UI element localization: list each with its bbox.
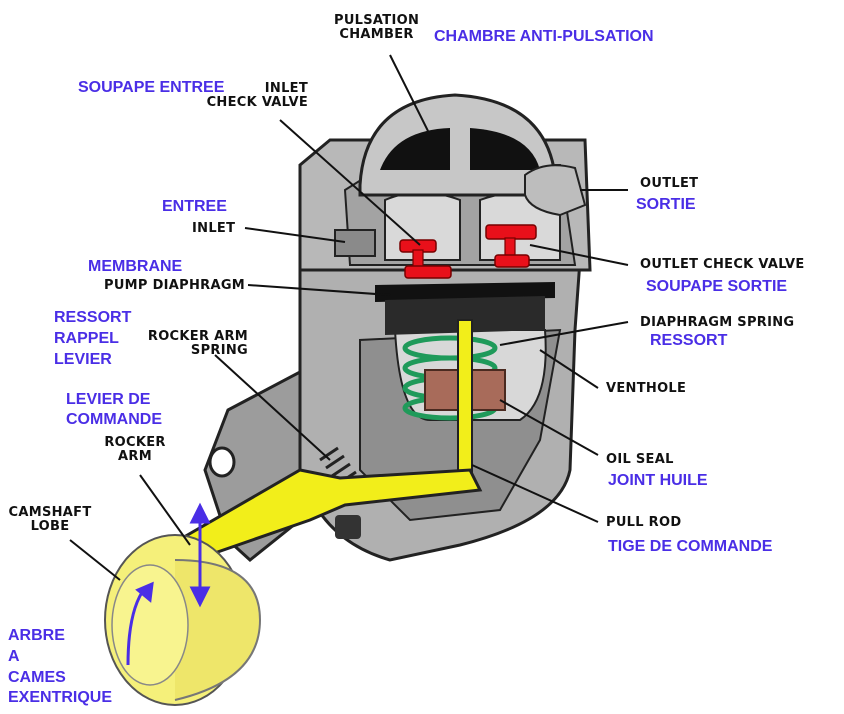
label-inlet: INLET [192,221,236,236]
outlet-valve-disc [494,254,530,268]
outlet-fitting [524,164,587,217]
label-sortie: SORTIE [636,196,696,213]
label-tige-de-commande: TIGE DE COMMANDE [608,538,773,555]
motion-arrows [126,502,211,666]
label-levier-de-commande: LEVIER DE COMMANDE [66,391,162,428]
inlet-fitting [334,229,376,257]
label-rocker-arm-spring: ROCKER ARM SPRING [147,329,248,359]
rocker-pivot-pin [335,515,361,539]
label-venthole: VENTHOLE [606,381,687,396]
label-outlet-check-valve: OUTLET CHECK VALVE [640,257,805,272]
label-ressort: RESSORT [650,332,728,349]
flange-bolt-hole [208,446,236,478]
pulsation-cavity-right [470,128,540,170]
pull-rod [457,319,473,481]
label-pulsation-chamber: PULSATION CHAMBER [334,13,420,43]
diaphragm-plate [385,296,545,335]
label-outlet: OUTLET [640,176,699,191]
label-membrane: MEMBRANE [88,258,183,275]
label-diaphragm-spring: DIAPHRAGM SPRING [640,315,795,330]
rocker-arm-spring [319,446,357,486]
leader-lines [69,54,629,581]
label-camshaft-lobe: CAMSHAFT LOBE [8,505,92,535]
label-pump-diaphragm: PUMP DIAPHRAGM [104,278,246,293]
label-arbre-a-cames: ARBRE A CAMES EXENTRIQUE [8,627,113,707]
label-entree: ENTREE [162,198,227,215]
label-pull-rod: PULL ROD [606,515,682,530]
label-ressort-rappel-levier: RESSORT RAPPEL LEVIER [54,309,132,368]
label-joint-huile: JOINT HUILE [608,472,708,489]
camshaft-lobe [104,534,262,706]
outlet-valve-cap [485,224,537,240]
label-oil-seal: OIL SEAL [606,452,674,467]
inlet-valve-disc [404,265,452,279]
pulsation-cavity-left [380,128,450,170]
label-inlet-check-valve: INLET CHECK VALVE [206,81,308,111]
label-rocker-arm: ROCKER ARM [104,435,166,465]
label-chambre-anti-pulsation: CHAMBRE ANTI-PULSATION [434,28,654,45]
label-soupape-sortie: SOUPAPE SORTIE [646,278,788,295]
outlet-valve-stem [504,237,516,257]
label-soupape-entree: SOUPAPE ENTREE [78,79,225,96]
